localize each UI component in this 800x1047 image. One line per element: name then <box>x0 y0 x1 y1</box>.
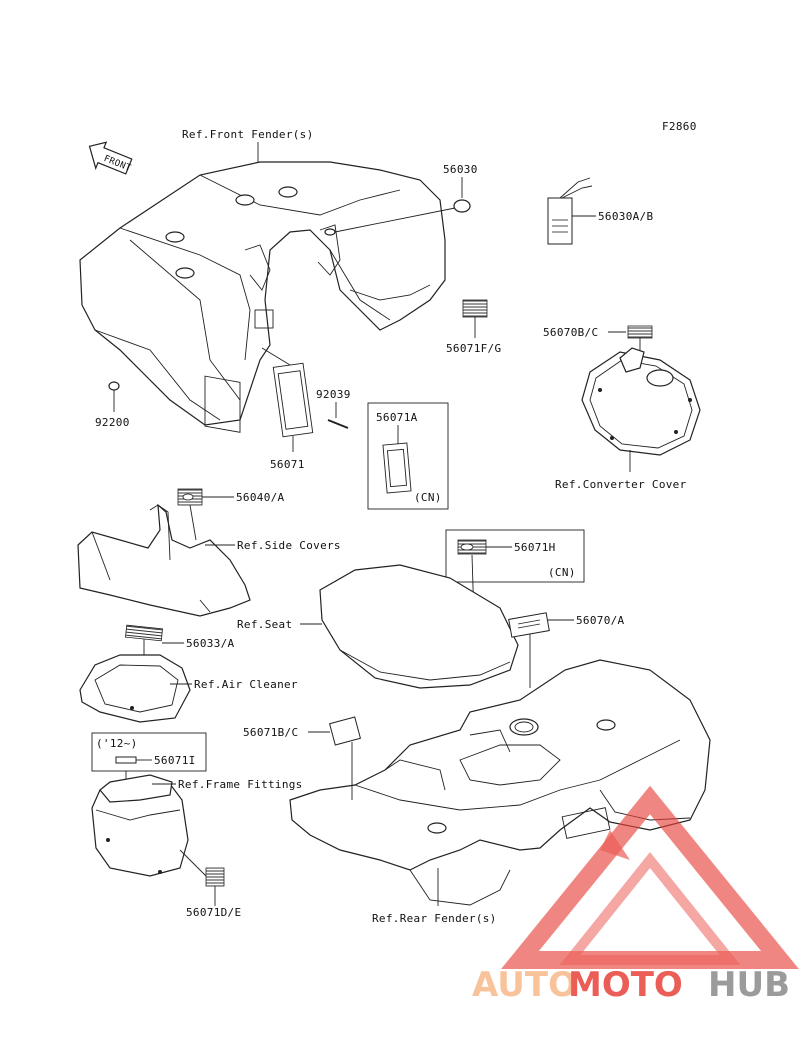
part-56071bc-label: 56071B/C <box>243 726 298 739</box>
part-56030ab-label: 56030A/B <box>598 210 653 223</box>
ref-front-fender-label: Ref.Front Fender(s) <box>182 128 314 141</box>
part-56040a-label: 56040/A <box>236 491 285 504</box>
box-56071h <box>445 529 585 583</box>
ref-seat-label: Ref.Seat <box>237 618 292 631</box>
logo-text-moto: MOTO <box>568 965 683 1005</box>
automotohub-logo: AUTO MOTO HUB <box>472 785 799 1005</box>
front-fender-drawing <box>79 161 446 433</box>
ref-converter-cover-label: Ref.Converter Cover <box>555 478 687 491</box>
part-56071i-label: 56071I <box>154 754 196 767</box>
box-56071a <box>367 402 449 510</box>
grommet-56030 <box>453 199 471 213</box>
front-arrow-icon: FRONT <box>88 141 133 175</box>
ref-rear-fender-label: Ref.Rear Fender(s) <box>372 912 497 925</box>
tag-56030ab <box>547 177 593 245</box>
seat-drawing <box>319 564 519 689</box>
ref-air-cleaner-label: Ref.Air Cleaner <box>194 678 298 691</box>
decal-56071i <box>115 756 137 764</box>
part-56071-label: 56071 <box>270 458 305 471</box>
part-56070bc-label: 56070B/C <box>543 326 598 339</box>
part-56071de-label: 56071D/E <box>186 906 241 919</box>
plate-56071 <box>272 362 314 438</box>
part-92200-label: 92200 <box>95 416 130 429</box>
decal-56071bc <box>328 716 362 746</box>
part-56071h-label: 56071H <box>514 541 556 554</box>
decal-56071de <box>205 867 225 887</box>
part-56070a-label: 56070/A <box>576 614 625 627</box>
frame-fittings-drawing <box>91 774 189 877</box>
logo-text-hub: HUB <box>708 965 790 1005</box>
logo-text-auto: AUTO <box>472 965 577 1005</box>
decal-56071fg <box>462 299 488 318</box>
figure-code: F2860 <box>662 120 697 133</box>
part-92039-label: 92039 <box>316 388 351 401</box>
note-year: ('12~) <box>96 737 138 750</box>
plate-56071a <box>382 442 412 494</box>
air-cleaner-drawing <box>79 654 191 723</box>
part-56033a-label: 56033/A <box>186 637 235 650</box>
decal-56070bc <box>627 325 653 339</box>
note-cn-h: (CN) <box>548 566 576 579</box>
clip-92200 <box>108 381 120 391</box>
part-56071fg-label: 56071F/G <box>446 342 501 355</box>
part-56030-label: 56030 <box>443 163 478 176</box>
ref-frame-fittings-label: Ref.Frame Fittings <box>178 778 303 791</box>
note-cn-a: (CN) <box>414 491 442 504</box>
converter-cover-drawing <box>581 347 701 456</box>
part-56071a-label: 56071A <box>376 411 418 424</box>
decal-56070a <box>508 612 550 638</box>
box-56071i <box>91 732 207 772</box>
decal-56033a <box>125 624 163 642</box>
ref-side-covers-label: Ref.Side Covers <box>237 539 341 552</box>
side-covers-drawing <box>77 503 251 617</box>
